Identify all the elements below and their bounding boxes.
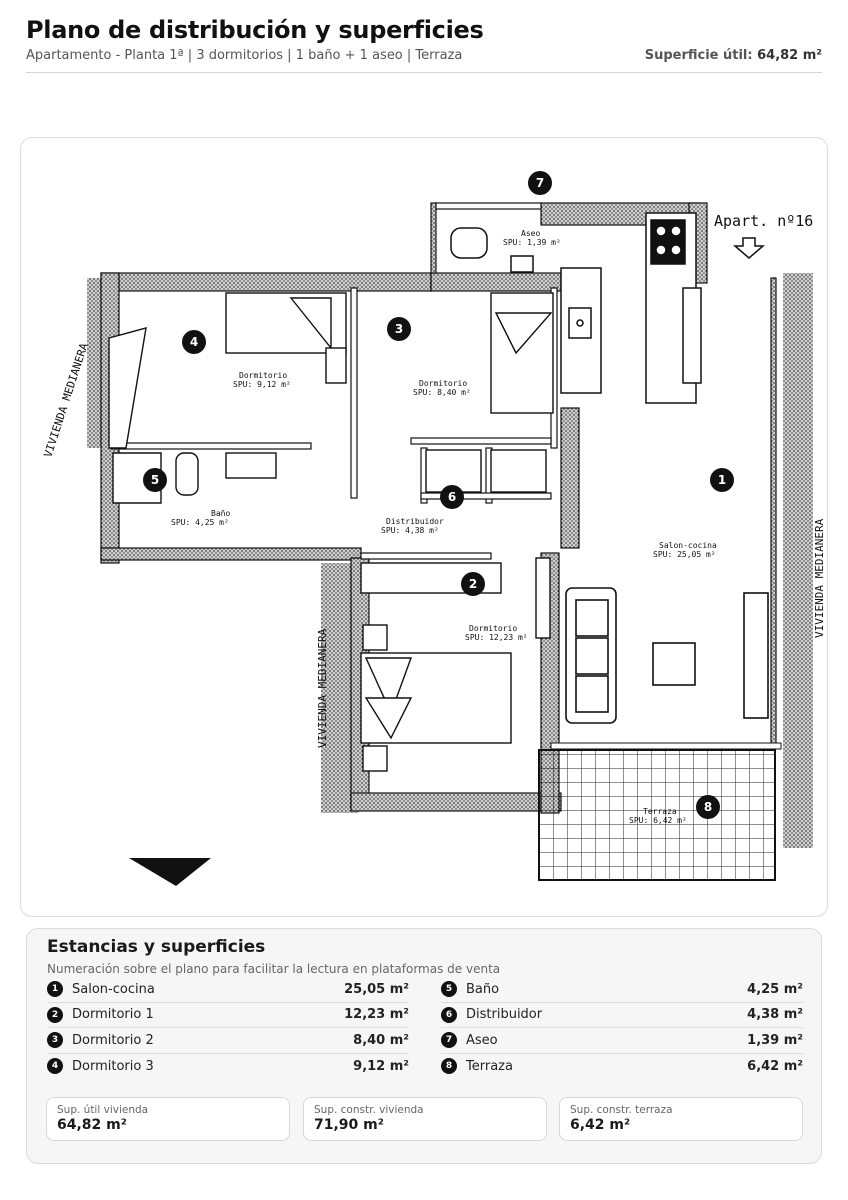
header-divider xyxy=(26,72,822,73)
room-markers: 1 2 3 4 5 6 7 8 xyxy=(143,171,734,819)
page-header: Plano de distribución y superficies Apar… xyxy=(26,16,822,66)
room-label-name: Dormitorio xyxy=(239,371,287,380)
rooms-title: Estancias y superficies xyxy=(47,937,266,957)
room-area: 8,40 m² xyxy=(353,1032,409,1048)
room-row: 4 Dormitorio 3 9,12 m² xyxy=(47,1054,409,1080)
room-marker: 2 xyxy=(469,577,477,591)
living-room-furniture xyxy=(565,587,769,724)
room-number: 2 xyxy=(47,1006,63,1023)
room-area: 12,23 m² xyxy=(344,1007,409,1023)
terrace-tiles xyxy=(538,749,776,881)
room-name: Terraza xyxy=(466,1058,513,1074)
floor-plan: Apart. nº16 VIVIENDA MEDIANERA VIVIENDA … xyxy=(20,137,828,917)
bedroom-3-furniture xyxy=(108,292,347,449)
room-marker: 6 xyxy=(448,490,456,504)
rooms-panel: Estancias y superficies Numeración sobre… xyxy=(26,928,822,1164)
total-surface: Superficie útil: 64,82 m² xyxy=(645,48,822,63)
aseo-fixtures xyxy=(450,227,534,273)
room-marker: 8 xyxy=(704,800,712,814)
room-label-spu: SPU: 6,42 m² xyxy=(629,816,687,825)
total-surface-label: Superficie útil: xyxy=(644,48,753,63)
room-label-spu: SPU: 1,39 m² xyxy=(503,238,561,247)
room-number: 1 xyxy=(47,981,63,998)
room-name: Dormitorio 2 xyxy=(72,1032,154,1048)
room-labels: Salon-cocina SPU: 25,05 m² Dormitorio SP… xyxy=(171,229,717,825)
room-label-name: Terraza xyxy=(643,807,677,816)
rooms-note: Numeración sobre el plano para facilitar… xyxy=(47,962,501,976)
bathroom-fixtures xyxy=(112,452,277,504)
room-row: 7 Aseo 1,39 m² xyxy=(441,1028,803,1054)
total-box-label: Sup. constr. vivienda xyxy=(314,1104,424,1116)
room-number: 5 xyxy=(441,981,457,998)
room-label-name: Dormitorio xyxy=(419,379,467,388)
room-row: 2 Dormitorio 1 12,23 m² xyxy=(47,1003,409,1028)
north-arrow xyxy=(129,858,211,886)
interior-walls xyxy=(110,202,558,560)
room-name: Dormitorio 1 xyxy=(72,1007,154,1023)
room-row: 8 Terraza 6,42 m² xyxy=(441,1054,803,1080)
total-box-value: 64,82 m² xyxy=(57,1117,127,1133)
page-title: Plano de distribución y superficies xyxy=(26,16,484,44)
apartment-label: Apart. nº16 xyxy=(714,212,813,230)
total-box-label: Sup. útil vivienda xyxy=(57,1104,149,1116)
room-name: Baño xyxy=(466,981,500,997)
room-area: 25,05 m² xyxy=(344,981,409,997)
room-marker: 5 xyxy=(151,473,159,487)
floor-plan-drawing: Apart. nº16 VIVIENDA MEDIANERA VIVIENDA … xyxy=(41,171,826,886)
room-area: 1,39 m² xyxy=(747,1032,803,1048)
room-label-name: Dormitorio xyxy=(469,624,517,633)
room-row: 6 Distribuidor 4,38 m² xyxy=(441,1003,803,1028)
room-label-name: Salon-cocina xyxy=(659,541,717,550)
room-label-name: Baño xyxy=(211,509,230,518)
room-label-spu: SPU: 8,40 m² xyxy=(413,388,471,397)
room-area: 6,42 m² xyxy=(747,1058,803,1074)
room-name: Salon-cocina xyxy=(72,981,155,997)
total-box-util: Sup. útil vivienda 64,82 m² xyxy=(46,1097,290,1141)
room-label-spu: SPU: 12,23 m² xyxy=(465,633,528,642)
total-box-label: Sup. constr. terraza xyxy=(570,1104,673,1116)
room-number: 3 xyxy=(47,1032,63,1049)
room-number: 7 xyxy=(441,1032,457,1049)
total-box-constr: Sup. constr. vivienda 71,90 m² xyxy=(303,1097,547,1141)
room-name: Dormitorio 3 xyxy=(72,1058,154,1074)
total-box-value: 71,90 m² xyxy=(314,1117,384,1133)
bedroom-1-furniture xyxy=(360,557,551,772)
rooms-list-left: 1 Salon-cocina 25,05 m² 2 Dormitorio 1 12,23… xyxy=(47,977,409,1079)
room-marker: 1 xyxy=(718,473,726,487)
entrance-arrow-icon xyxy=(732,237,766,259)
total-box-terrace: Sup. constr. terraza 6,42 m² xyxy=(559,1097,803,1141)
room-marker: 4 xyxy=(190,335,198,349)
room-number: 6 xyxy=(441,1006,457,1023)
room-marker: 7 xyxy=(536,176,544,190)
room-marker: 3 xyxy=(395,322,403,336)
kitchen xyxy=(560,212,702,404)
room-label-spu: SPU: 4,25 m² xyxy=(171,518,229,527)
room-label-spu: SPU: 9,12 m² xyxy=(233,380,291,389)
total-surface-value: 64,82 m² xyxy=(757,48,822,63)
room-label-spu: SPU: 4,38 m² xyxy=(381,526,439,535)
rooms-list-right: 5 Baño 4,25 m² 6 Distribuidor 4,38 m² 7 Aseo 1… xyxy=(441,977,803,1079)
room-label-spu: SPU: 25,05 m² xyxy=(653,550,716,559)
bedroom-2-furniture xyxy=(425,292,554,493)
neighbor-label-right: VIVIENDA MEDIANERA xyxy=(813,518,826,638)
room-label-name: Distribuidor xyxy=(386,517,444,526)
room-name: Aseo xyxy=(466,1032,498,1048)
room-area: 4,25 m² xyxy=(747,981,803,997)
room-name: Distribuidor xyxy=(466,1007,543,1023)
neighbor-label-center: VIVIENDA MEDIANERA xyxy=(316,628,329,748)
room-row: 5 Baño 4,25 m² xyxy=(441,977,803,1003)
room-area: 4,38 m² xyxy=(747,1007,803,1023)
room-number: 4 xyxy=(47,1058,63,1075)
total-box-value: 6,42 m² xyxy=(570,1117,631,1133)
neighbor-wall-right xyxy=(783,273,813,848)
room-row: 1 Salon-cocina 25,05 m² xyxy=(47,977,409,1003)
room-area: 9,12 m² xyxy=(353,1058,409,1074)
room-number: 8 xyxy=(441,1058,457,1075)
neighbor-label-left: VIVIENDA MEDIANERA xyxy=(41,341,90,459)
room-row: 3 Dormitorio 2 8,40 m² xyxy=(47,1028,409,1054)
page-subtitle: Apartamento - Planta 1ª | 3 dormitorios … xyxy=(26,48,463,63)
room-label-name: Aseo xyxy=(521,229,540,238)
